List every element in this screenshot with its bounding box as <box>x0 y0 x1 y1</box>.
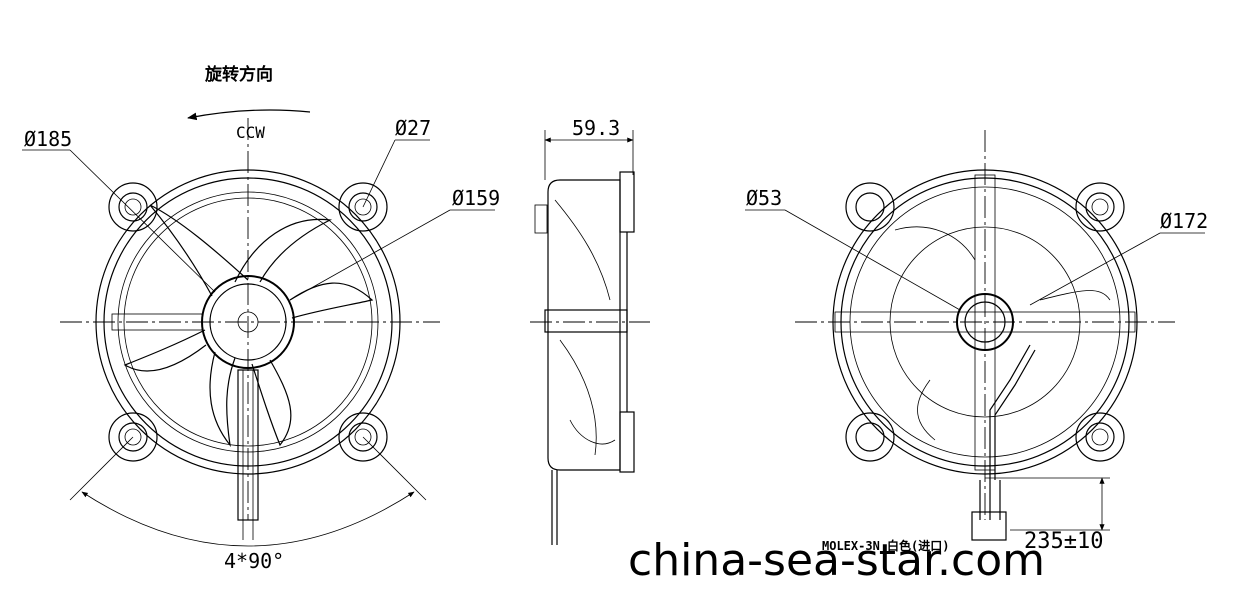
mount-holes-rear <box>845 182 1125 462</box>
mount-holes-front <box>108 182 388 462</box>
dim-blade-diameter: Ø159 <box>452 186 500 210</box>
dim-angle: 4*90° <box>224 549 284 573</box>
dim-hub-diameter: Ø53 <box>746 186 782 210</box>
side-view <box>530 130 650 545</box>
ccw-label: CCW <box>236 123 265 142</box>
rear-view <box>745 130 1205 541</box>
dim-hole-diameter: Ø27 <box>395 116 431 140</box>
connector-label: MOLEX-3N 白色(进口) <box>822 538 949 553</box>
cable-length: 235±10 <box>1024 529 1103 554</box>
dim-frame-diameter: Ø172 <box>1160 209 1208 233</box>
front-view <box>22 109 495 547</box>
fan-blades <box>123 204 374 448</box>
watermark: china-sea-star.com <box>628 535 1045 586</box>
dim-outer-diameter: Ø185 <box>24 127 72 151</box>
rotation-label: 旋转方向 <box>204 64 273 85</box>
dim-depth: 59.3 <box>572 116 620 140</box>
